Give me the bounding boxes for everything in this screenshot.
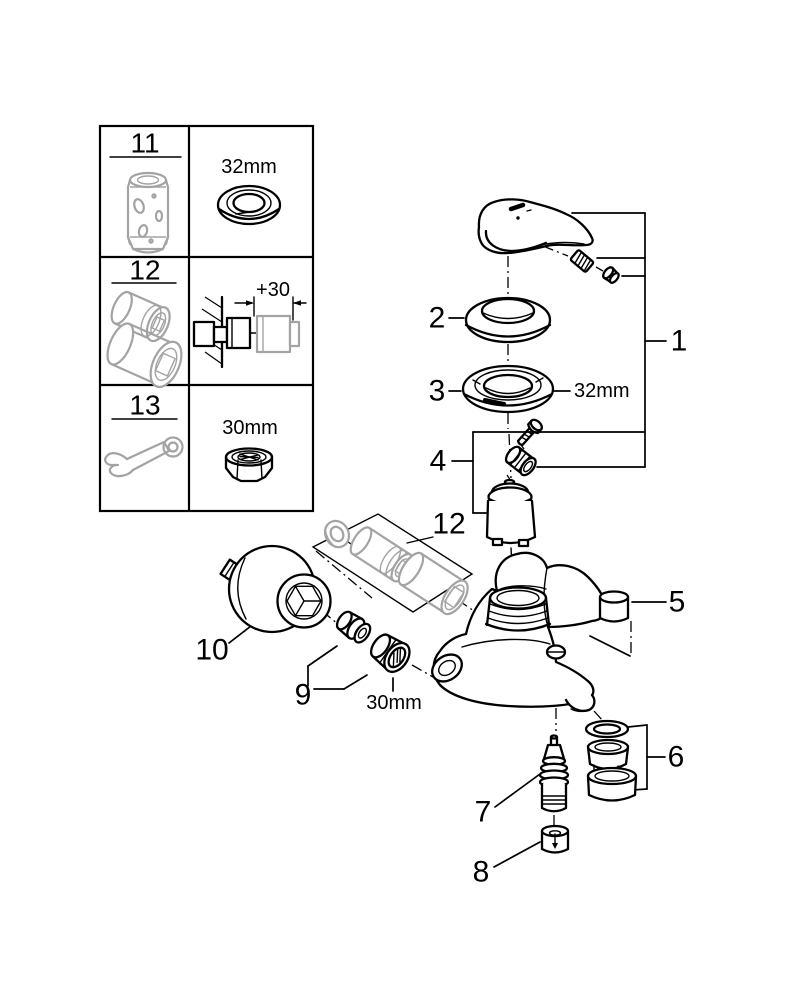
size-label-32mm-inset: 32mm xyxy=(221,156,277,178)
ring-nut-32mm xyxy=(461,364,555,414)
extension-socket-small xyxy=(349,526,414,583)
cartridge-screw xyxy=(516,418,544,447)
part-label-7: 7 xyxy=(475,796,492,829)
s-union xyxy=(219,544,332,634)
part-label-12: 12 xyxy=(432,508,465,541)
part-label-10: 10 xyxy=(195,634,228,667)
socket-extensions-icon xyxy=(106,290,183,389)
part-label-9: 9 xyxy=(295,679,312,712)
inset-row-13-number: 13 xyxy=(129,390,160,421)
handle-grub-screw xyxy=(569,249,595,273)
inset-row-12-number: 12 xyxy=(129,255,160,286)
cartridge-socket-tool-icon xyxy=(126,171,170,254)
part-label-4: 4 xyxy=(430,445,447,478)
callout-brackets xyxy=(228,212,667,868)
size-label-plus30: +30 xyxy=(256,279,290,301)
aerator-shell xyxy=(586,766,638,802)
handle-plug xyxy=(602,266,620,284)
part-label-2: 2 xyxy=(429,302,446,335)
dimension-32mm: 32mm xyxy=(574,380,630,402)
union-nut-30mm xyxy=(369,633,411,674)
part-label-6: 6 xyxy=(668,741,685,774)
part-label-5: 5 xyxy=(669,586,686,619)
diverter-valve xyxy=(538,734,570,813)
dimension-30mm: 30mm xyxy=(366,692,422,714)
plug-button xyxy=(598,590,630,623)
lever-handle xyxy=(477,198,594,255)
part-label-8: 8 xyxy=(473,856,490,889)
escutcheon-ring xyxy=(464,296,552,344)
cartridge xyxy=(485,478,537,548)
open-end-wrench-icon xyxy=(104,436,184,478)
part-labels: 1 2 3 4 5 6 7 8 9 10 12 32mm 30mm xyxy=(195,302,687,889)
spare-parts-panel: 11 32mm 12 xyxy=(98,124,315,513)
aerator-seal xyxy=(584,719,630,739)
faucet-body xyxy=(431,551,608,713)
part-label-3: 3 xyxy=(429,375,446,408)
handle-adapter xyxy=(504,445,537,477)
size-label-30mm-inset: 30mm xyxy=(222,417,278,439)
ring-nut-32-icon xyxy=(216,184,282,226)
extension-washer xyxy=(323,519,351,549)
check-valve xyxy=(540,824,570,854)
wall-extension-dimension-icon: +30 xyxy=(192,279,307,369)
extension-socket-large xyxy=(397,551,469,616)
part-label-1: 1 xyxy=(671,325,688,358)
union-nut-30-icon xyxy=(224,447,274,483)
filter-seal xyxy=(335,610,372,644)
inset-row-11-number: 11 xyxy=(130,128,159,159)
